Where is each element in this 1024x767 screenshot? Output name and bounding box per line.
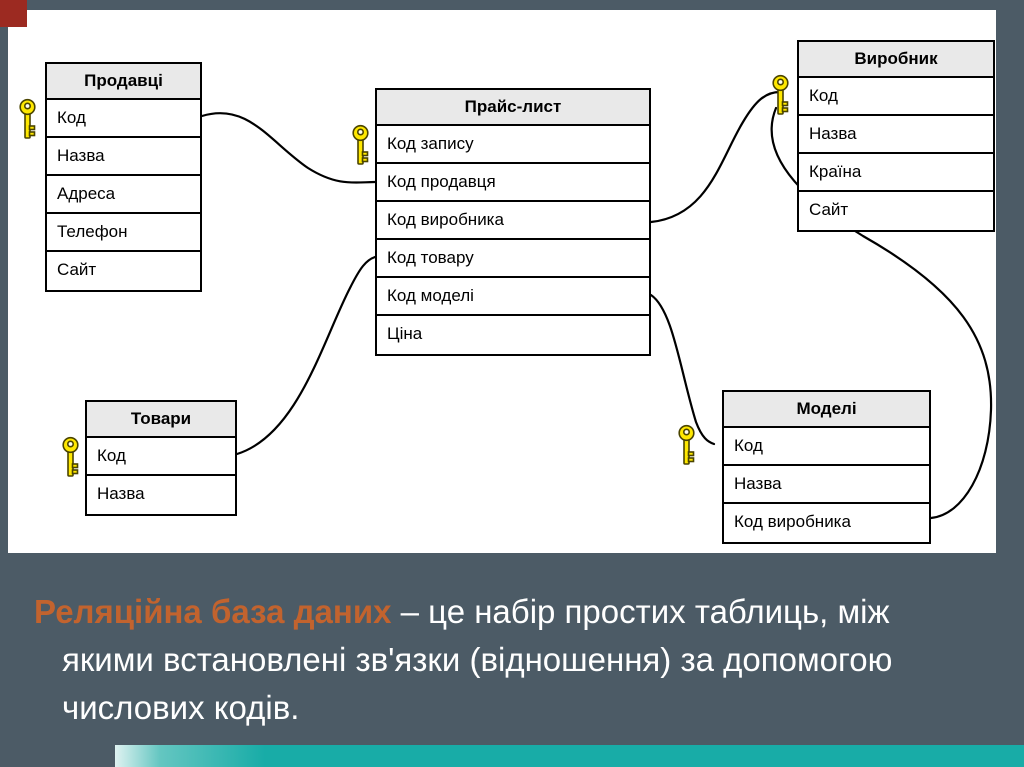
table-goods-title: Товари (87, 402, 235, 438)
diagram-panel: Продавці Код Назва Адреса Телефон Сайт П… (8, 10, 996, 553)
caption-term: Реляційна база даних (34, 593, 392, 630)
table-pricelist-field: Код продавця (377, 164, 649, 202)
caption-definition: – це набір простих таблиць, між якими вс… (62, 593, 893, 726)
table-manufacturer-field: Країна (799, 154, 993, 192)
bottom-accent-bar (115, 745, 1024, 767)
link-sellers-pricelist (200, 112, 377, 184)
table-pricelist-field: Ціна (377, 316, 649, 354)
table-goods-field: Код (87, 438, 235, 476)
table-pricelist-field: Код моделі (377, 278, 649, 316)
table-pricelist-field: Код виробника (377, 202, 649, 240)
table-goods: Товари Код Назва (85, 400, 237, 516)
table-manufacturer-field: Сайт (799, 192, 993, 230)
primary-key-icon (678, 424, 695, 465)
table-sellers: Продавці Код Назва Адреса Телефон Сайт (45, 62, 202, 292)
primary-key-icon (19, 98, 36, 139)
link-pricelist-models (649, 293, 716, 446)
relationship-lines (200, 90, 993, 520)
table-goods-field: Назва (87, 476, 235, 514)
table-sellers-field: Сайт (47, 252, 200, 290)
table-manufacturer-title: Виробник (799, 42, 993, 78)
table-pricelist-field: Код запису (377, 126, 649, 164)
table-models-field: Код (724, 428, 929, 466)
table-manufacturer: Виробник Код Назва Країна Сайт (797, 40, 995, 232)
primary-key-icon (62, 436, 79, 477)
table-models: Моделі Код Назва Код виробника (722, 390, 931, 544)
table-pricelist-title: Прайс-лист (377, 90, 649, 126)
primary-key-icon (772, 74, 789, 115)
corner-accent (0, 0, 27, 27)
link-manufacturer-models (770, 106, 993, 520)
table-models-field: Назва (724, 466, 929, 504)
table-sellers-field: Телефон (47, 214, 200, 252)
primary-key-icon (352, 124, 369, 165)
link-pricelist-manufacturer (649, 90, 782, 224)
table-sellers-title: Продавці (47, 64, 200, 100)
table-manufacturer-field: Назва (799, 116, 993, 154)
table-pricelist-field: Код товару (377, 240, 649, 278)
table-manufacturer-field: Код (799, 78, 993, 116)
caption: Реляційна база даних – це набір простих … (34, 588, 934, 732)
link-goods-pricelist (235, 255, 377, 456)
table-sellers-field: Назва (47, 138, 200, 176)
table-pricelist: Прайс-лист Код запису Код продавця Код в… (375, 88, 651, 356)
table-sellers-field: Код (47, 100, 200, 138)
table-models-title: Моделі (724, 392, 929, 428)
table-sellers-field: Адреса (47, 176, 200, 214)
table-models-field: Код виробника (724, 504, 929, 542)
